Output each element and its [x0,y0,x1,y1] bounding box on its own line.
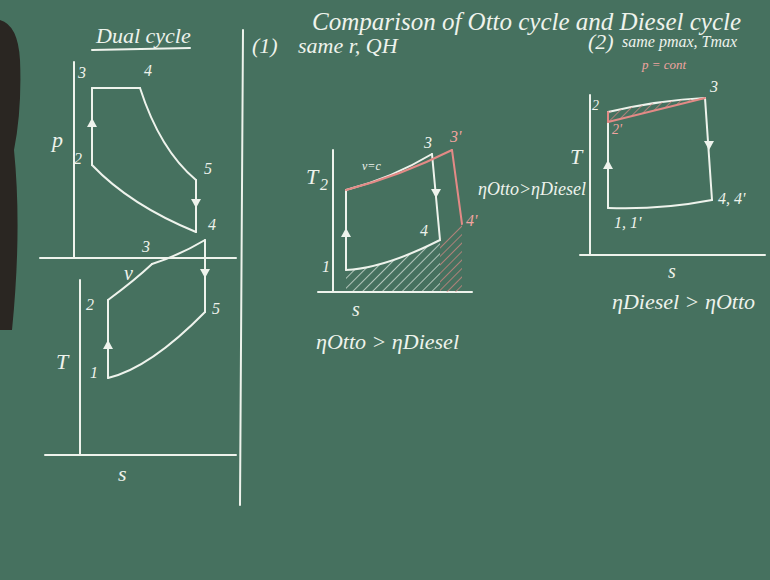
chalk-label: T [306,165,318,189]
chalk-label: 1 [322,258,330,276]
chalk-label: same pmax, Tmax [622,33,737,51]
chalk-label: 2 [74,150,82,168]
extra-area [608,98,705,122]
chalk-label: same r, QH [298,34,398,58]
chalk-lines [40,30,765,505]
chalk-label: v [124,262,133,284]
arrowheads [87,118,714,349]
chalk-label: 3 [710,78,718,96]
chalk-label: (2) [588,30,614,54]
chalk-label: 4 [208,216,216,234]
chalk-label: 2 [86,296,94,314]
board-title: Comparison of Otto cycle and Diesel cycl… [312,8,741,36]
chalk-label: 4 [420,222,428,240]
chalk-label: 3 [142,238,150,256]
chalk-label: ηOtto>ηDiesel [478,180,586,200]
chalk-label: 1, 1' [614,214,641,232]
chalk-label: v=c [362,160,381,173]
chalk-label: (1) [252,34,278,58]
chalk-label: T [56,350,68,374]
chalk-label: 2' [612,122,622,137]
chalk-label: p [52,128,63,152]
extra-area [440,224,462,292]
chalk-label: 3' [450,128,461,146]
chalk-label: 4, 4' [718,190,745,208]
chalk-label: s [118,462,127,486]
chalk-label: 2 [320,176,328,194]
chalk-label: p = cont [642,58,686,72]
chalk-label: 4' [466,212,477,230]
chalk-label: 3 [78,64,86,82]
heat-rejected-area [346,240,440,292]
red-curves [346,98,705,224]
chalk-label: s [668,260,676,282]
chalk-label: 5 [212,300,220,318]
chalk-label: 1 [90,364,98,382]
chalk-label: s [352,298,360,320]
person [0,20,20,330]
chalk-label: T [570,145,582,169]
chalk-label: 4 [144,62,152,80]
chalk-label: 3 [424,134,432,152]
chalk-label: ηOtto > ηDiesel [316,330,459,354]
chalk-label: 2 [592,98,599,113]
chalk-label: 5 [204,160,212,178]
chalk-label: Dual cycle [96,24,191,48]
chalk-label: ηDiesel > ηOtto [612,290,755,314]
